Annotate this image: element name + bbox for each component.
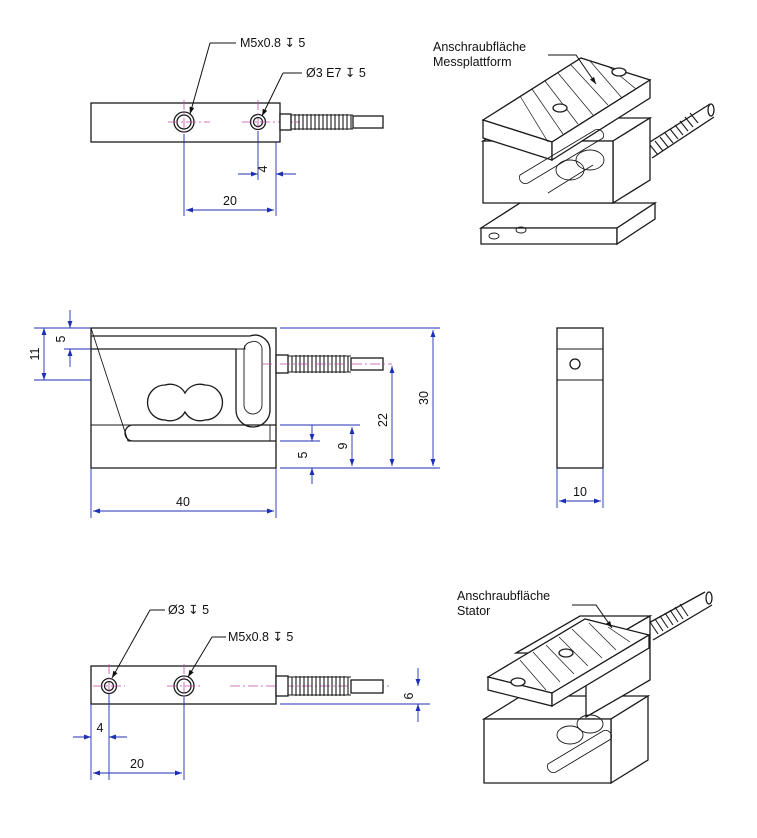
iso-bottom-label-line2: Stator (457, 604, 490, 618)
iso-view-stator: Anschraubfläche Stator (457, 589, 713, 785)
dim-11: 11 (28, 347, 42, 360)
dim-5-top: 5 (54, 335, 68, 342)
bottom-pin-callout-text: Ø3 ↧ 5 (168, 603, 209, 617)
top-view: M5x0.8 ↧ 5 Ø3 E7 ↧ 5 4 20 (90, 36, 384, 216)
dim-10: 10 (573, 485, 587, 499)
thread-callout-leader (189, 42, 211, 115)
upper-slot (91, 334, 271, 428)
dim-hole-spacing: 20 (223, 194, 237, 208)
pin-callout-text: Ø3 E7 ↧ 5 (306, 66, 366, 80)
bottom-dim-pin-offset: 4 (97, 721, 104, 735)
iso-top-label-leader (548, 54, 597, 85)
pin-callout-leader (261, 72, 284, 117)
dim-pin-offset: 4 (256, 165, 270, 172)
bottom-dim-hole-spacing: 20 (130, 757, 144, 771)
bottom-thread-callout-text: M5x0.8 ↧ 5 (228, 630, 293, 644)
bottom-view-body (90, 665, 277, 705)
dim-5-bottom: 5 (296, 451, 310, 458)
dim-40: 40 (176, 495, 190, 509)
side-view: 10 (556, 327, 604, 508)
front-view: 11 5 40 5 9 22 30 (28, 310, 440, 518)
top-view-body (90, 102, 281, 143)
iso-top-label-line1: Anschraubfläche (433, 40, 526, 54)
cable-end (352, 115, 384, 129)
thread-callout-text: M5x0.8 ↧ 5 (240, 36, 305, 50)
bottom-view: Ø3 ↧ 5 M5x0.8 ↧ 5 4 20 6 (73, 603, 430, 780)
side-view-cable-hole (569, 358, 581, 370)
bottom-dim-6: 6 (402, 692, 416, 699)
dim-22: 22 (376, 413, 390, 427)
connector-nut (279, 113, 292, 131)
dim-30: 30 (417, 391, 431, 405)
iso-bottom-label-line1: Anschraubfläche (457, 589, 550, 603)
strain-relief-spring (290, 114, 353, 130)
iso-view-measuring-platform: Anschraubfläche Messplattform (433, 40, 715, 246)
bending-hole (146, 383, 224, 422)
dim-9: 9 (336, 442, 350, 449)
lower-slot-outline (124, 424, 276, 442)
iso-bottom-label-leader (572, 604, 613, 629)
side-view-body (556, 327, 604, 469)
iso-top-label-line2: Messplattform (433, 55, 512, 69)
